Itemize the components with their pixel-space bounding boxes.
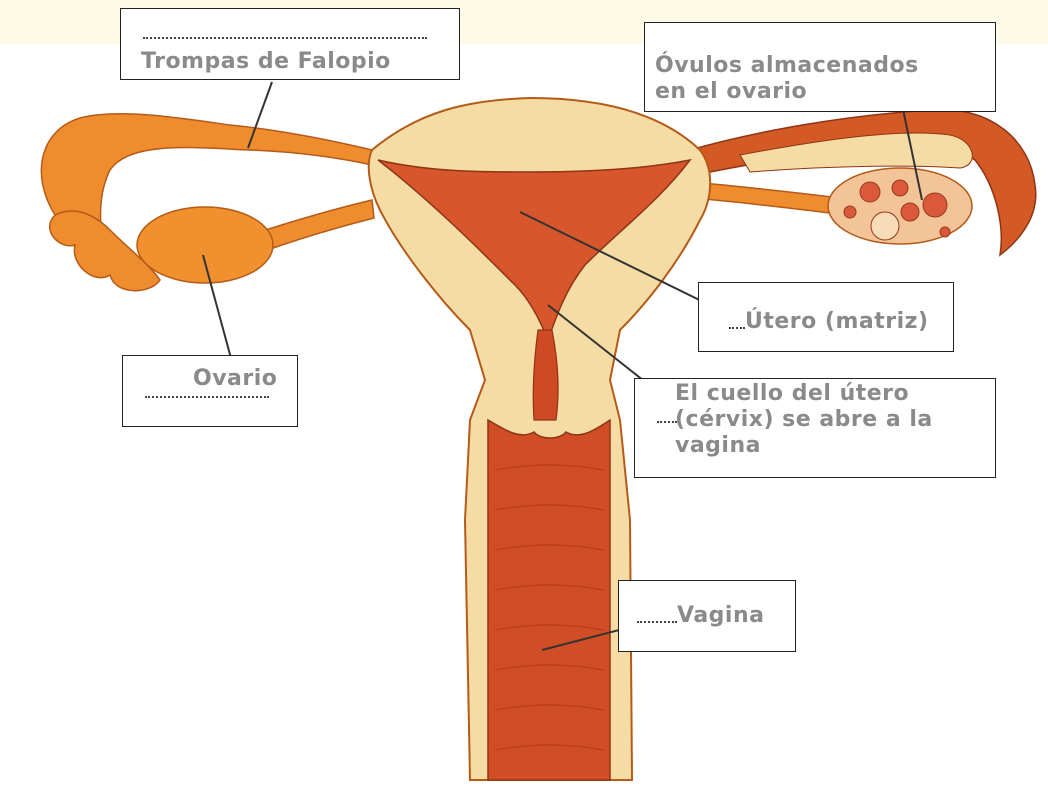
ovum bbox=[923, 193, 947, 217]
label-ovary: Ovario bbox=[122, 355, 298, 427]
ovum bbox=[860, 182, 880, 202]
left-ovary bbox=[137, 207, 273, 283]
label-fallopian-tubes: Trompas de Falopio bbox=[120, 8, 460, 80]
answer-dots bbox=[143, 37, 427, 39]
cervical-canal bbox=[533, 330, 558, 420]
answer-dots bbox=[729, 327, 745, 329]
ovum bbox=[940, 227, 950, 237]
right-ovarian-ligament bbox=[690, 182, 840, 214]
vagina-canal bbox=[488, 420, 610, 780]
answer-dots bbox=[145, 396, 269, 398]
label-ova-text: Óvulos almacenados en el ovario bbox=[655, 53, 919, 105]
label-uterus-text: Útero (matriz) bbox=[745, 309, 929, 335]
answer-dots bbox=[657, 421, 677, 423]
answer-dots bbox=[637, 621, 677, 623]
label-ovary-text: Ovario bbox=[193, 366, 277, 392]
label-uterus: Útero (matriz) bbox=[698, 282, 954, 352]
ovum bbox=[901, 203, 919, 221]
ovum bbox=[871, 212, 899, 240]
label-stored-ova: Óvulos almacenados en el ovario bbox=[644, 22, 996, 112]
label-cervix-text: El cuello del útero (cérvix) se abre a l… bbox=[675, 381, 933, 459]
ovum bbox=[844, 206, 856, 218]
ovum bbox=[892, 180, 908, 196]
label-vagina: Vagina bbox=[618, 580, 796, 652]
label-vagina-text: Vagina bbox=[677, 603, 764, 629]
label-fallopian-text: Trompas de Falopio bbox=[141, 49, 391, 75]
label-cervix: El cuello del útero (cérvix) se abre a l… bbox=[634, 378, 996, 478]
